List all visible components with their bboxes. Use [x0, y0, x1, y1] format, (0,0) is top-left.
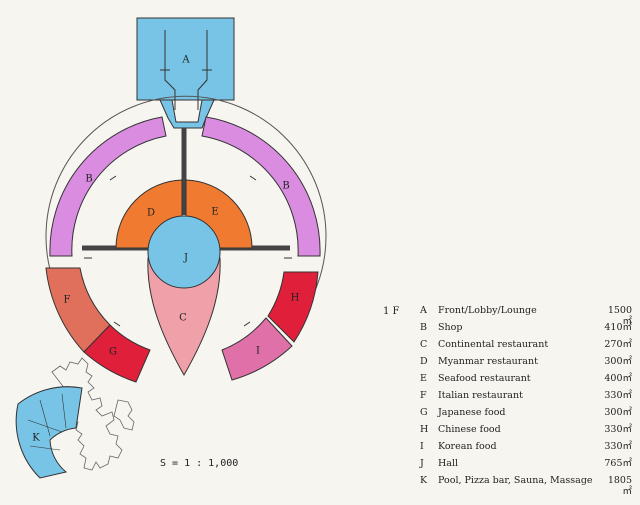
zone-letter-b-left: B: [85, 174, 92, 185]
legend-name: Myanmar restaurant: [438, 356, 538, 367]
legend-area: 1500㎡: [607, 305, 632, 327]
zone-letter-e: E: [211, 207, 218, 218]
coastline-fragment: [113, 399, 135, 431]
legend-area: 410㎡: [604, 322, 632, 333]
legend-key: C: [420, 339, 428, 350]
legend-row: I Korean food 330㎡: [420, 441, 632, 458]
zone-letter-a: A: [181, 55, 190, 66]
zone-j: [147, 215, 221, 289]
legend-key: H: [420, 424, 429, 435]
legend-key: D: [420, 356, 428, 367]
legend-row: D Myanmar restaurant 300㎡: [420, 356, 632, 373]
zone-letter-h: H: [291, 293, 300, 304]
legend-name: Pool, Pizza bar, Sauna, Massage: [438, 475, 593, 486]
legend-area: 330㎡: [604, 441, 632, 452]
legend-area: 330㎡: [604, 390, 632, 401]
legend-row: C Continental restaurant 270㎡: [420, 339, 632, 356]
legend-key: B: [420, 322, 427, 333]
floor-label: 1 F: [383, 306, 400, 317]
zone-letter-g: G: [109, 347, 117, 358]
coastline-map: [51, 357, 123, 471]
zone-letter-i: I: [256, 346, 260, 357]
door-marks: [84, 175, 292, 327]
legend-name: Japanese food: [438, 407, 506, 418]
room-legend: A Front/Lobby/Lounge 1500㎡ B Shop 410㎡ C…: [420, 305, 632, 505]
legend-row: K Pool, Pizza bar, Sauna, Massage 1805㎡: [420, 475, 632, 505]
legend-area: 1805㎡: [607, 475, 632, 497]
legend-key: E: [420, 373, 427, 384]
zone-c: [147, 257, 221, 377]
legend-key: I: [420, 441, 424, 452]
zone-a-neck: [159, 99, 215, 129]
legend-key: J: [420, 458, 424, 469]
legend-area: 330㎡: [604, 424, 632, 435]
legend-key: K: [420, 475, 428, 486]
legend-row: J Hall 765㎡: [420, 458, 632, 475]
legend-name: Continental restaurant: [438, 339, 549, 350]
legend-name: Chinese food: [438, 424, 501, 435]
zone-letter-j: J: [183, 253, 188, 264]
legend-row: A Front/Lobby/Lounge 1500㎡: [420, 305, 632, 327]
legend-name: Korean food: [438, 441, 497, 452]
legend-key: A: [420, 305, 427, 316]
zone-b-left: [49, 116, 167, 257]
zone-letter-f: F: [64, 295, 71, 306]
legend-row: F Italian restaurant 330㎡: [420, 390, 632, 407]
zone-letter-c: C: [179, 313, 187, 324]
outer-ring-wall: [45, 95, 327, 331]
legend-area: 765㎡: [604, 458, 632, 469]
zone-letter-d: D: [147, 208, 155, 219]
legend-row: H Chinese food 330㎡: [420, 424, 632, 441]
legend-key: G: [420, 407, 428, 418]
zone-g: [83, 324, 151, 383]
legend-area: 300㎡: [604, 356, 632, 367]
legend-name: Italian restaurant: [438, 390, 523, 401]
legend-name: Hall: [438, 458, 459, 469]
legend-area: 300㎡: [604, 407, 632, 418]
corridor-left: [164, 30, 176, 110]
legend-area: 270㎡: [604, 339, 632, 350]
legend-name: Seafood restaurant: [438, 373, 531, 384]
legend-row: G Japanese food 300㎡: [420, 407, 632, 424]
legend-name: Front/Lobby/Lounge: [438, 305, 537, 316]
zone-a-fill: [136, 17, 235, 101]
legend-row: B Shop 410㎡: [420, 322, 632, 339]
legend-key: F: [420, 390, 427, 401]
legend-name: Shop: [438, 322, 463, 333]
legend-area: 400㎡: [604, 373, 632, 384]
zone-k-inner-grid: [27, 393, 67, 451]
zone-letter-k: K: [32, 433, 40, 444]
corridor-right: [197, 30, 208, 110]
zone-h: [267, 271, 319, 343]
zone-i: [221, 317, 293, 381]
zone-a: A: [136, 17, 235, 129]
zone-b-right: [201, 116, 321, 257]
zone-letter-b-right: B: [282, 181, 289, 192]
legend-row: E Seafood restaurant 400㎡: [420, 373, 632, 390]
scale-label: S = 1 : 1,000: [160, 458, 239, 469]
